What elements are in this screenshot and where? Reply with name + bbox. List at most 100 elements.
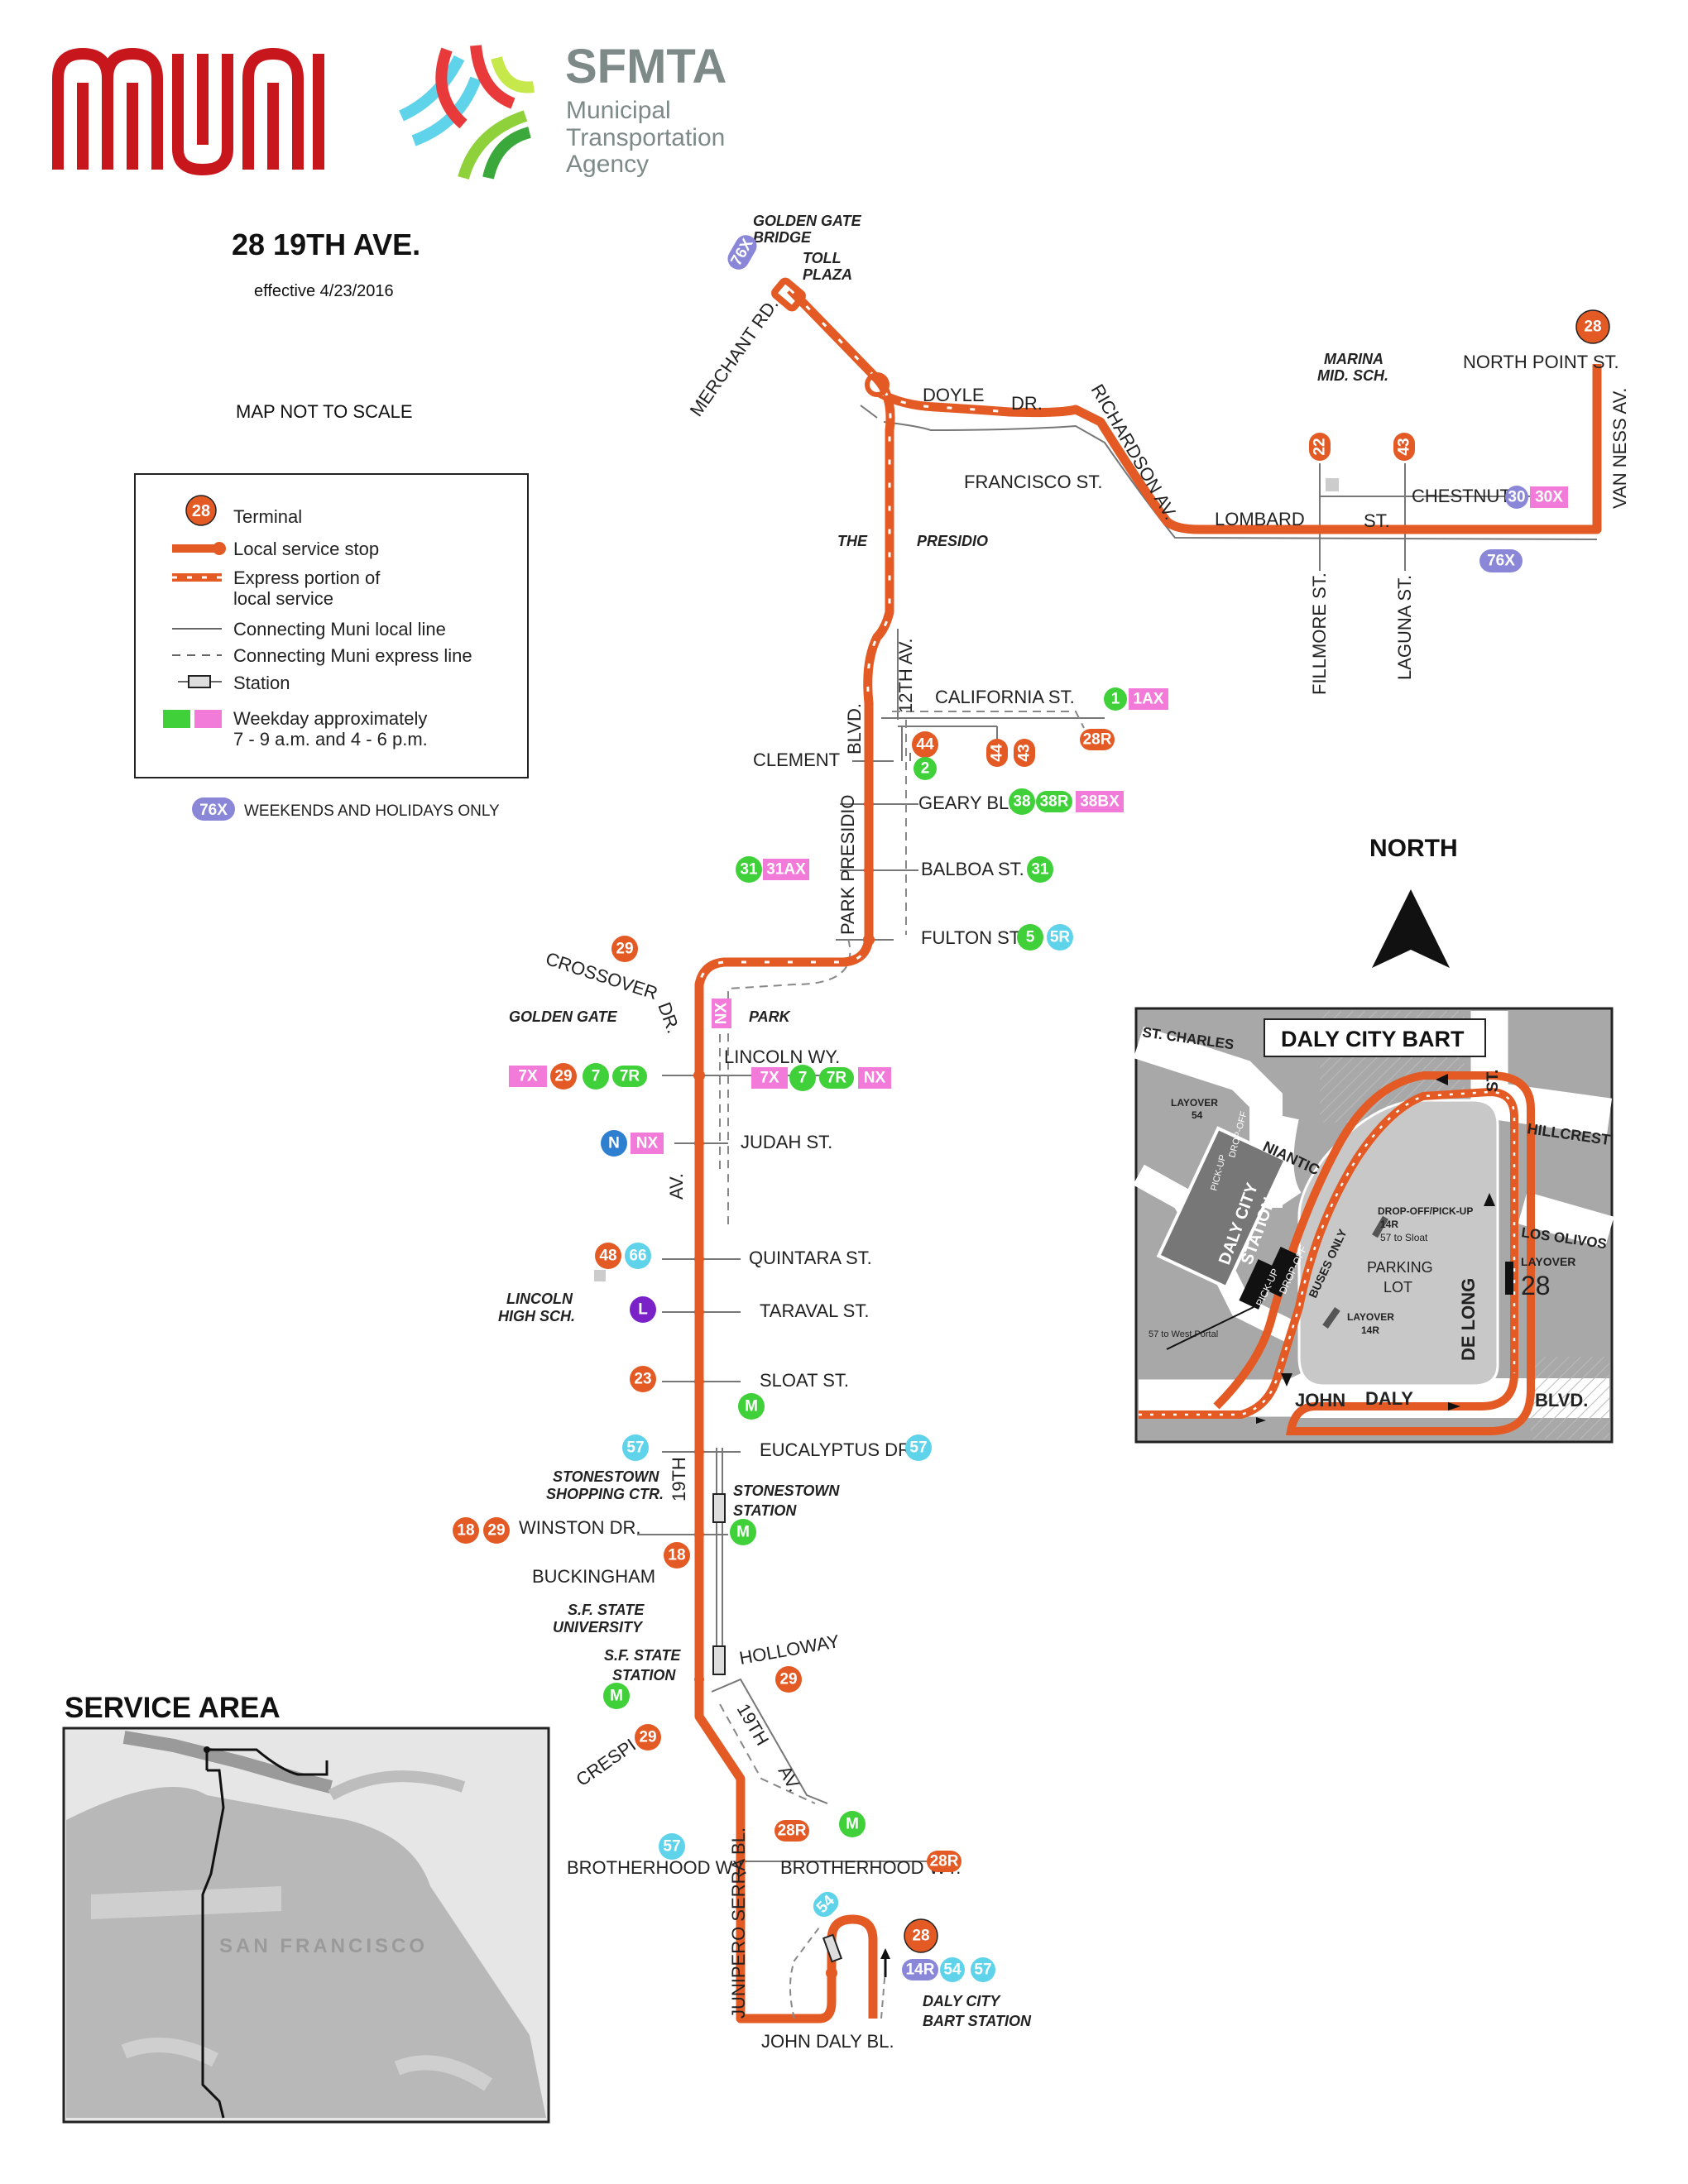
label-lombard: LOMBARD: [1215, 509, 1305, 529]
badge-22: 22: [1312, 438, 1329, 455]
muni-logo: muni: [52, 47, 324, 176]
label-park: PARK: [749, 1008, 792, 1025]
badge-29-holloway: 29: [779, 1671, 797, 1688]
inset-to-sloat: 57 to Sloat: [1380, 1232, 1428, 1243]
label-daly-city-1: DALY CITY: [923, 1993, 1001, 2009]
inset-dropoff-pickup: DROP-OFF/PICK-UP: [1378, 1205, 1473, 1217]
badge-30: 30: [1508, 489, 1525, 506]
place-labels: GOLDEN GATE BRIDGE TOLL PLAZA MERCHANT R…: [498, 213, 1630, 2052]
agency-line-1: Municipal: [566, 97, 671, 124]
badge-7r-left: 7R: [620, 1068, 640, 1085]
label-clement: CLEMENT: [753, 750, 840, 770]
badge-57-a: 57: [626, 1439, 644, 1457]
label-winston: WINSTON DR.: [519, 1517, 640, 1538]
inset-layover-28-1: LAYOVER: [1521, 1255, 1575, 1268]
label-the: THE: [837, 533, 868, 549]
inset-parking-2: LOT: [1383, 1279, 1412, 1296]
badge-2: 2: [921, 760, 930, 778]
inset-layover-54-1: LAYOVER: [1171, 1097, 1218, 1109]
badge-31-right: 31: [1031, 861, 1049, 879]
label-california: CALIFORNIA ST.: [935, 687, 1075, 707]
badge-nx-park: NX: [713, 1002, 731, 1024]
badge-44-b: 44: [989, 744, 1006, 762]
label-van-ness: VAN NESS AV.: [1609, 388, 1630, 509]
marina-school-icon: [1326, 478, 1339, 491]
badge-m-2: M: [736, 1524, 750, 1541]
badge-57-c: 57: [663, 1838, 680, 1856]
badge-28r-c: 28R: [930, 1853, 959, 1870]
label-north-point: NORTH POINT ST.: [1463, 352, 1619, 372]
label-laguna: LAGUNA ST.: [1394, 575, 1415, 680]
label-lincoln-hs-2: HIGH SCH.: [498, 1308, 575, 1324]
badge-7r-right: 7R: [827, 1070, 847, 1087]
route-badges: 76X 28 22 43 30 30X 76X 1 1AX 28R 44 2 4…: [453, 235, 1610, 1982]
agency-line-3: Agency: [566, 151, 649, 178]
effective-date: effective 4/23/2016: [254, 282, 394, 300]
label-judah: JUDAH ST.: [741, 1132, 832, 1152]
label-gg-bridge-2: BRIDGE: [753, 229, 812, 246]
inset-layover-14r-2: 14R: [1361, 1324, 1379, 1336]
agency-line-2: Transportation: [566, 124, 725, 151]
label-stonestown-station-2: STATION: [733, 1502, 797, 1519]
label-doyle: DOYLE: [923, 385, 985, 405]
label-av-lower: AV.: [774, 1762, 806, 1795]
label-marina-2: MID. SCH.: [1317, 367, 1388, 384]
stonestown-station-icon: [712, 1493, 726, 1523]
badge-1ax: 1AX: [1134, 691, 1164, 708]
inset-layover-28-2: 28: [1521, 1271, 1551, 1300]
scale-note: MAP NOT TO SCALE: [236, 401, 413, 422]
label-marina-1: MARINA: [1324, 351, 1383, 367]
label-doyle-dr: DR.: [1011, 393, 1043, 414]
badge-7-left: 7: [592, 1068, 601, 1085]
badge-28r-b: 28R: [778, 1822, 807, 1840]
label-brotherhood-left: BROTHERHOOD WY.: [567, 1857, 747, 1878]
label-taraval: TARAVAL ST.: [760, 1300, 869, 1321]
inset-title: DALY CITY BART: [1281, 1027, 1465, 1051]
badge-14r: 14R: [906, 1961, 935, 1979]
inset-st: ST.: [1484, 1070, 1502, 1092]
north-arrow-icon: [1372, 889, 1450, 968]
badge-38: 38: [1013, 793, 1030, 811]
badge-n: N: [608, 1135, 620, 1152]
route-title: 28 19TH AVE.: [232, 228, 420, 261]
label-fulton: FULTON ST.: [921, 927, 1024, 948]
badge-28-end: 28: [912, 1928, 929, 1945]
badge-18-a: 18: [457, 1522, 474, 1540]
legend: 28 Terminal Local service stop Express p…: [134, 473, 529, 778]
label-stonestown-2: SHOPPING CTR.: [546, 1486, 664, 1502]
badge-nx-judah: NX: [636, 1135, 659, 1152]
badge-31-left: 31: [740, 861, 758, 879]
badge-43-b: 43: [1016, 744, 1033, 761]
route-stops: [693, 799, 875, 1979]
inset-west-portal: 57 to West Portal: [1149, 1329, 1218, 1339]
inset-14r: 14R: [1380, 1219, 1398, 1230]
legend-weekend: WEEKENDS AND HOLIDAYS ONLY: [244, 802, 500, 820]
label-john-daly: JOHN DALY BL.: [761, 2031, 894, 2052]
badge-23: 23: [634, 1371, 651, 1388]
inset-de-long: DE LONG: [1458, 1278, 1479, 1361]
legend-terminal-badge: 28: [192, 502, 210, 520]
label-eucalyptus: EUCALYPTUS DR.: [760, 1439, 916, 1460]
legend-local-stop: Local service stop: [233, 539, 379, 559]
label-richardson: RICHARDSON AV.: [1087, 381, 1182, 523]
label-holloway: HOLLOWAY: [738, 1631, 842, 1669]
label-balboa: BALBOA ST.: [921, 859, 1024, 879]
label-presidio: PRESIDIO: [917, 533, 988, 549]
legend-conn-local: Connecting Muni local line: [233, 619, 446, 639]
label-sfsu-1: S.F. STATE: [568, 1602, 645, 1618]
badge-30x: 30X: [1535, 489, 1563, 506]
label-lincoln-hs-1: LINCOLN: [506, 1291, 573, 1307]
badge-m-4: M: [846, 1816, 859, 1833]
legend-weekday-2: 7 - 9 a.m. and 4 - 6 p.m.: [233, 729, 428, 750]
label-sfstate-station-2: STATION: [612, 1667, 676, 1684]
sfstate-station-icon: [712, 1645, 726, 1675]
inset-parking-1: PARKING: [1367, 1259, 1433, 1276]
local-stop-icon: [213, 542, 226, 555]
inset-blvd: BLVD.: [1535, 1390, 1588, 1410]
label-av: AV.: [666, 1173, 687, 1200]
label-quintara: QUINTARA ST.: [749, 1248, 872, 1268]
badge-48: 48: [599, 1248, 616, 1265]
service-area-title: SERVICE AREA: [65, 1692, 281, 1724]
label-crossover: CROSSOVER: [543, 948, 659, 1003]
badge-l: L: [638, 1301, 648, 1319]
